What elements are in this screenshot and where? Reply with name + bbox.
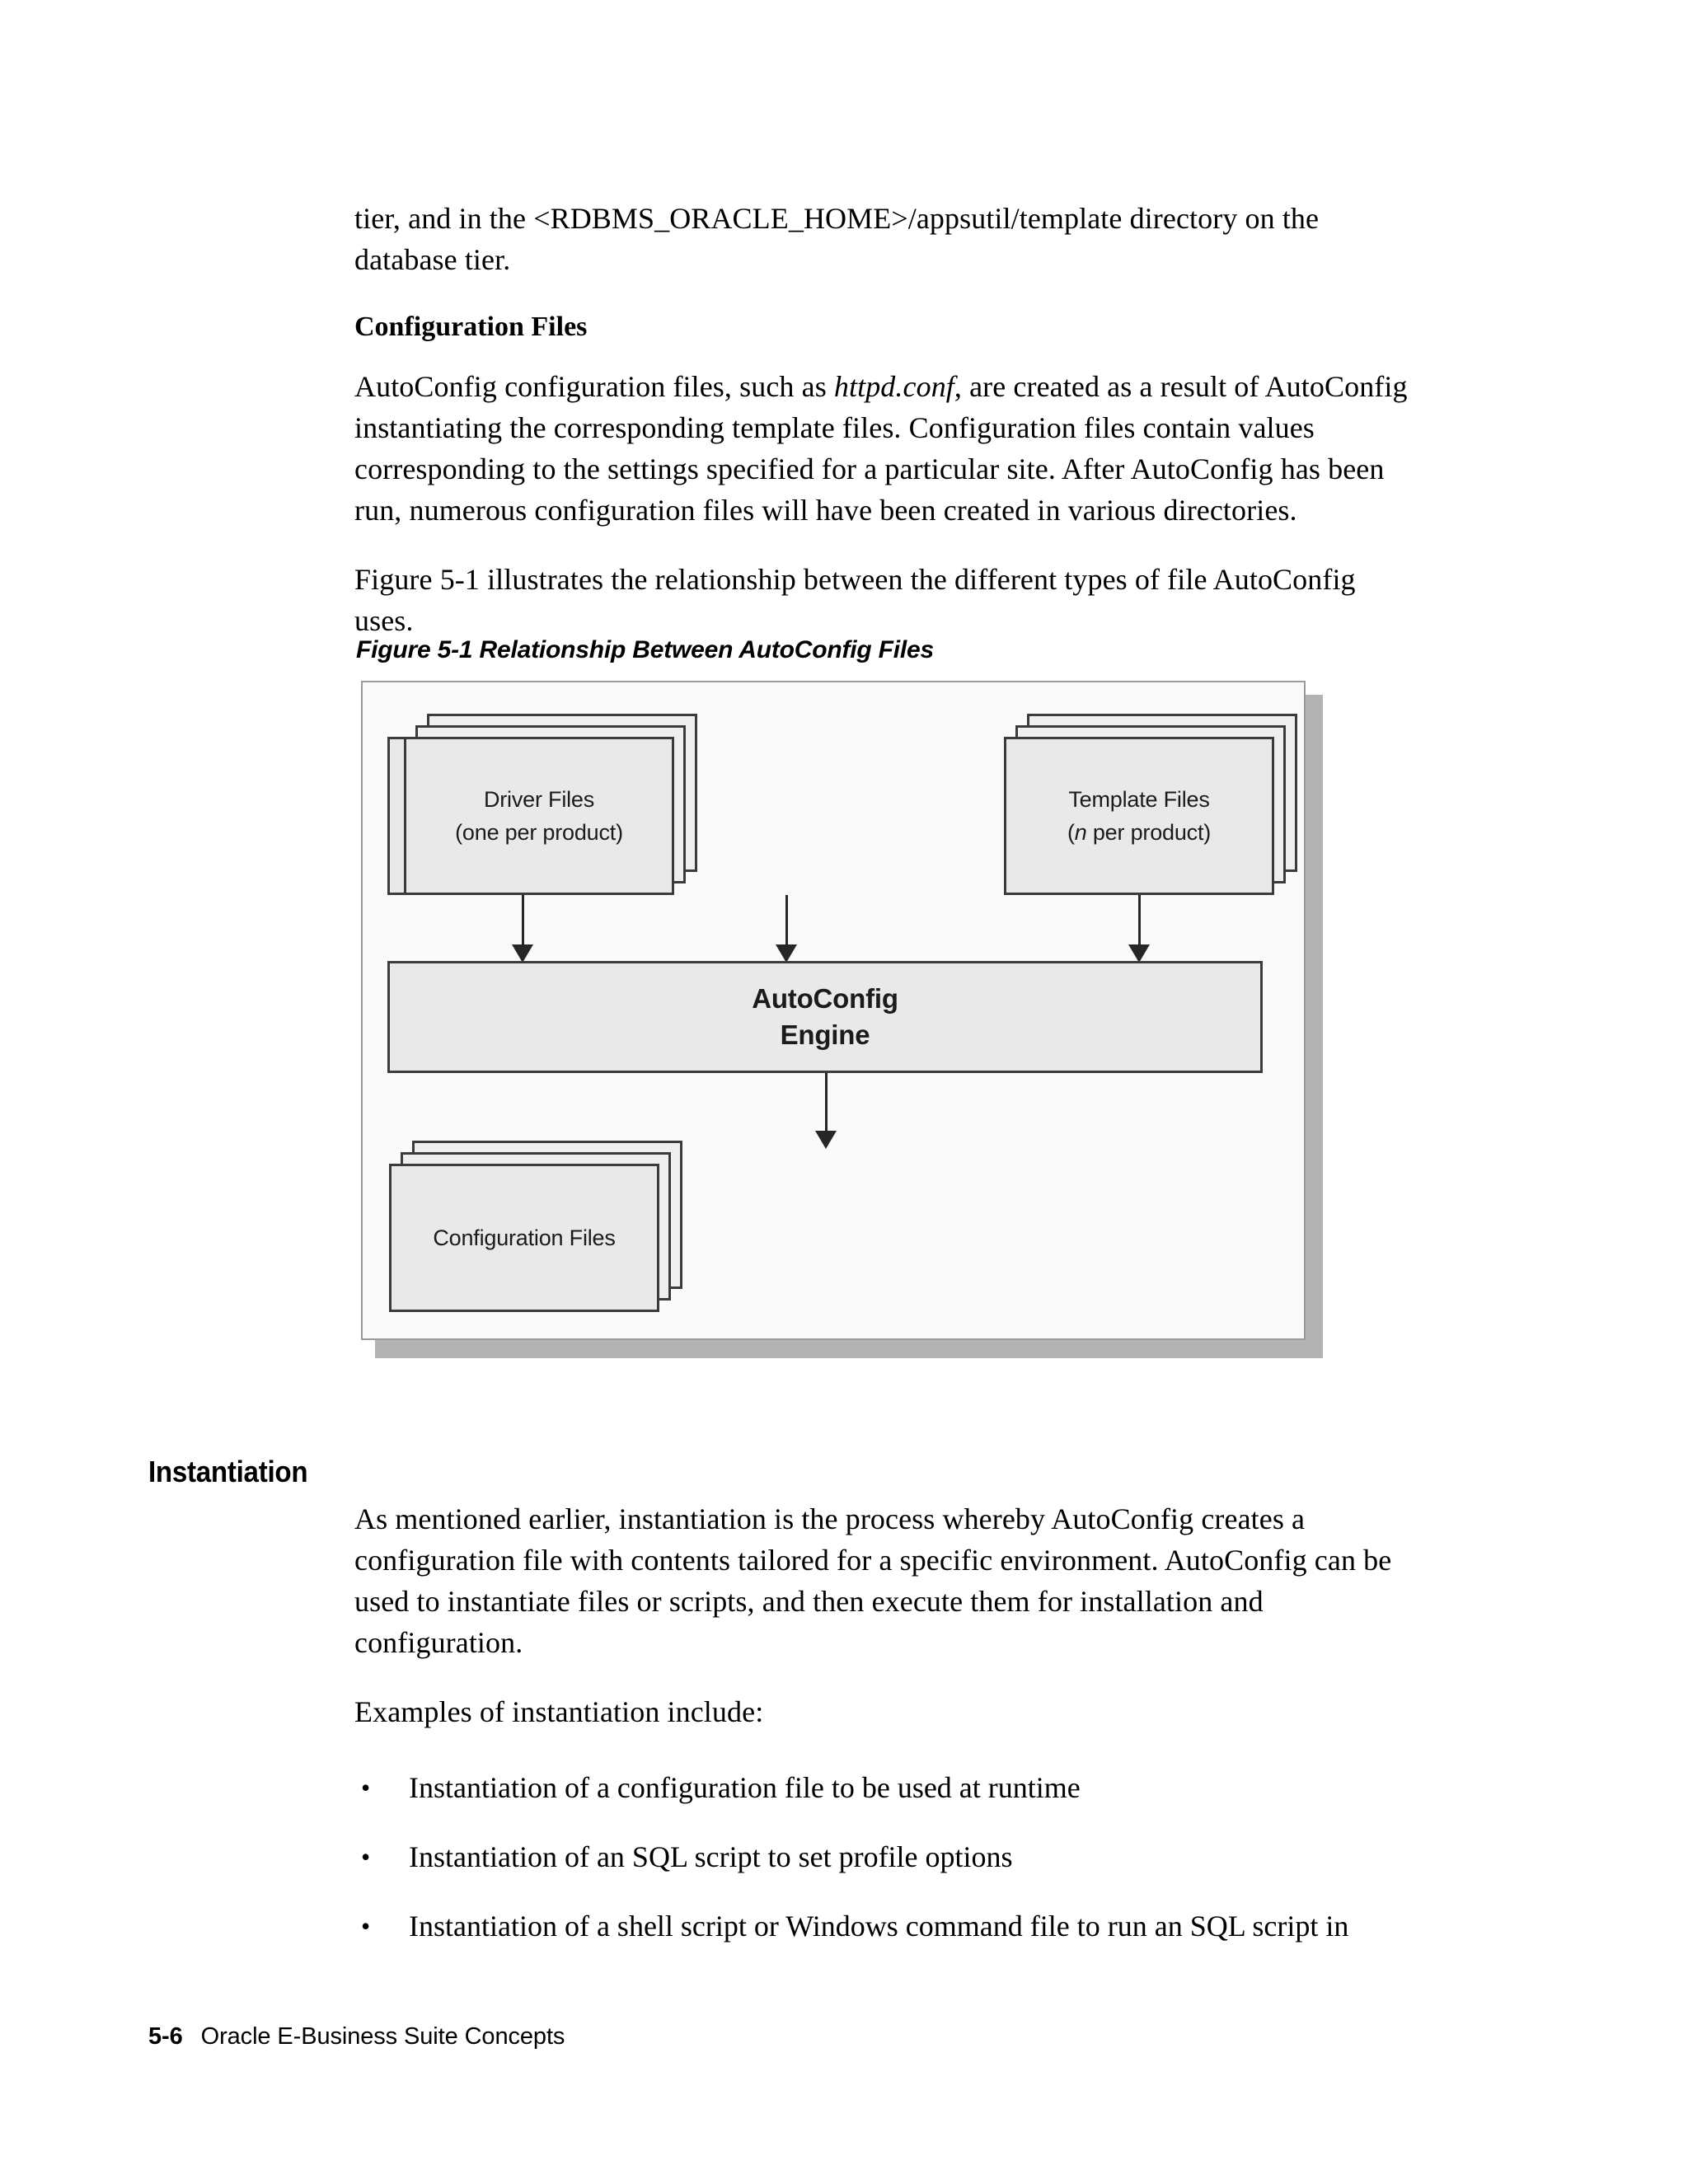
arrow-line [785,895,788,954]
template-files-label: Template Files (n per product) [1067,787,1212,845]
figure-caption: Figure 5-1 Relationship Between AutoConf… [356,636,935,663]
autoconfig-engine-label: AutoConfig Engine [752,983,898,1050]
template-files-n-variable: n [1074,820,1087,845]
arrow-head [776,944,797,963]
arrow-head [1128,944,1150,963]
list-item: • Instantiation of a shell script or Win… [354,1905,1411,1947]
arrow-head [512,944,533,963]
figure-reference-paragraph: Figure 5-1 illustrates the relationship … [354,563,1356,637]
instantiation-paragraph-1: As mentioned earlier, instantiation is t… [354,1502,1392,1659]
diagram-box-template-files: Template Files (n per product) [1004,737,1274,895]
list-item-label: Instantiation of a configuration file to… [409,1771,1081,1804]
section-heading-instantiation: Instantiation [148,1455,308,1488]
configuration-files-paragraph: AutoConfig configuration files, such as … [354,366,1411,531]
bullet-marker-icon: • [361,1911,371,1941]
arrow-head [815,1131,837,1149]
figure-5-1: Applications Context File Driver Files (… [361,681,1324,1358]
list-item: • Instantiation of an SQL script to set … [354,1836,1411,1877]
bullet-marker-icon: • [361,1773,371,1802]
para2-part1: AutoConfig configuration files, such as [354,370,834,403]
instantiation-examples-list: • Instantiation of a configuration file … [354,1767,1411,1947]
footer-page-number: 5-6 [148,2023,183,2050]
arrow-line [522,895,524,954]
sub-heading-configuration-files: Configuration Files [354,312,588,342]
intro-paragraph: tier, and in the <RDBMS_ORACLE_HOME>/app… [354,202,1320,276]
instantiation-paragraph-2: Examples of instantiation include: [354,1695,764,1728]
driver-files-label: Driver Files (one per product) [455,787,623,845]
list-item: • Instantiation of a configuration file … [354,1767,1411,1808]
list-item-label: Instantiation of a shell script or Windo… [409,1910,1349,1943]
diagram-box-autoconfig-engine: AutoConfig Engine [387,961,1263,1073]
figure-frame: Applications Context File Driver Files (… [361,681,1306,1340]
arrow-line [1138,895,1141,954]
top-text-block: tier, and in the <RDBMS_ORACLE_HOME>/app… [354,198,1411,669]
configuration-files-label: Configuration Files [433,1226,616,1250]
para2-italic-httpd-conf: httpd.conf [833,370,954,403]
list-item-label: Instantiation of an SQL script to set pr… [409,1840,1013,1873]
bullet-marker-icon: • [361,1842,371,1872]
page-footer: 5-6 Oracle E-Business Suite Concepts [148,2023,565,2050]
para2-part2: , are created as a result of AutoConfig … [354,370,1408,527]
instantiation-text-block: As mentioned earlier, instantiation is t… [354,1498,1411,1975]
diagram-box-driver-files: Driver Files (one per product) [404,737,674,895]
footer-book-title: Oracle E-Business Suite Concepts [200,2023,565,2050]
arrow-line [825,1073,828,1141]
diagram-box-configuration-files: Configuration Files [389,1164,659,1312]
